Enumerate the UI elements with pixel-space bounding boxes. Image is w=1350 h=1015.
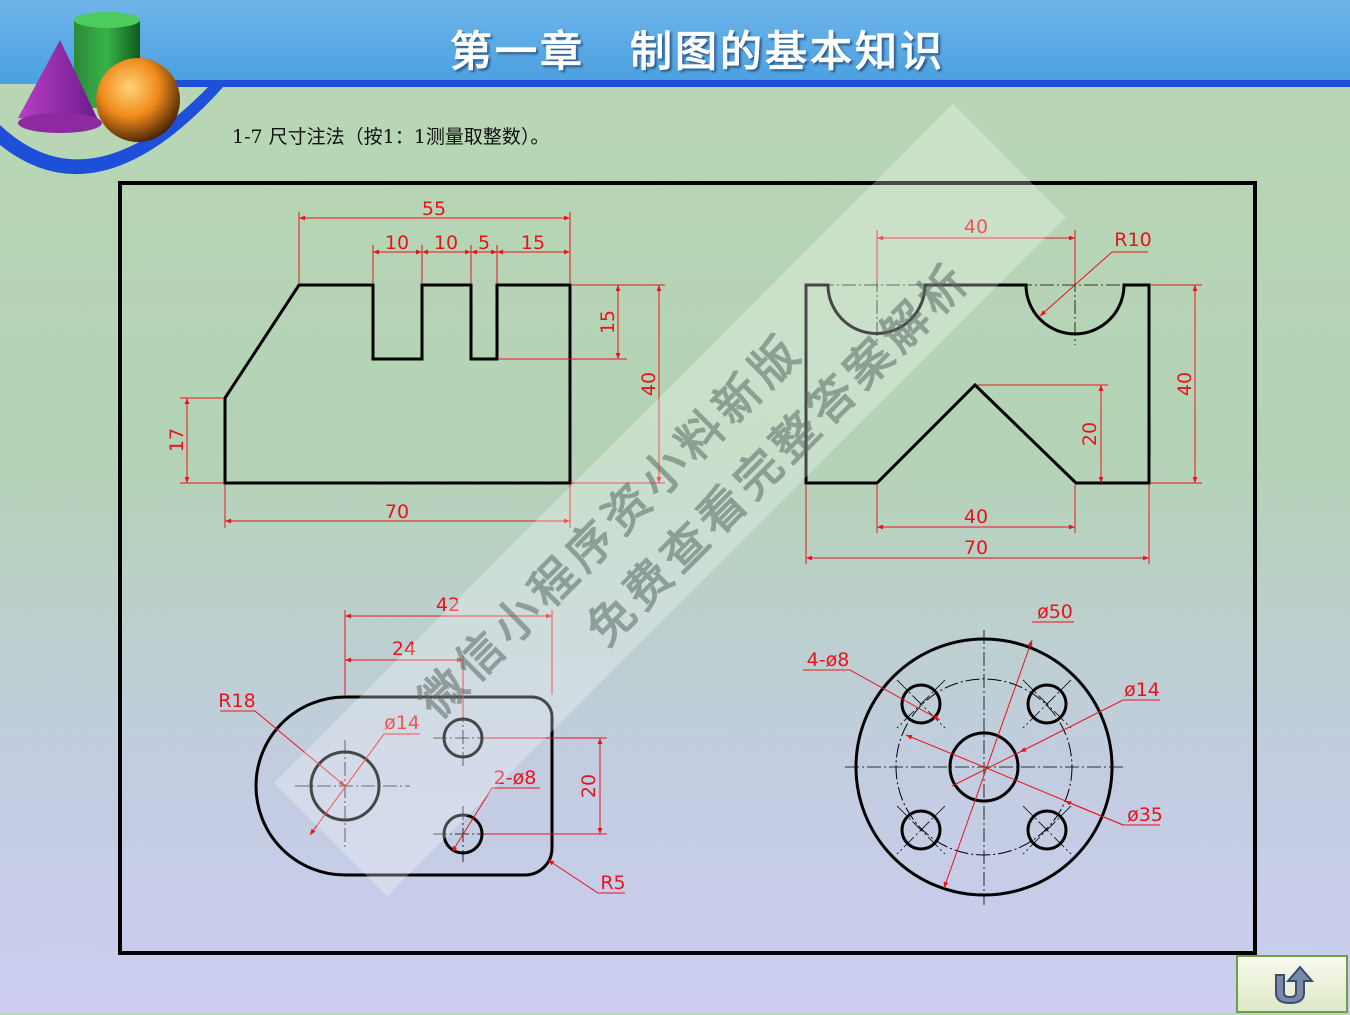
dim-label: 17 xyxy=(166,428,188,452)
u-turn-arrow-icon xyxy=(1275,965,1315,1005)
dim-label: ø14 xyxy=(384,712,420,734)
dim-label: 10 xyxy=(434,232,458,254)
dim-label: 40 xyxy=(638,372,660,396)
logo-shapes-icon xyxy=(0,12,225,175)
plate-outline xyxy=(254,695,554,877)
dim-label: 55 xyxy=(422,198,446,220)
dim-label: 40 xyxy=(964,216,988,238)
header-stripe xyxy=(170,80,1350,87)
dim-label: R5 xyxy=(600,872,625,894)
dim-label: 70 xyxy=(385,501,409,523)
header-bar xyxy=(0,0,1350,84)
dim-label: 20 xyxy=(1079,422,1101,446)
dim-label: 15 xyxy=(521,232,545,254)
dim-label: 42 xyxy=(436,594,460,616)
dim-label: 10 xyxy=(385,232,409,254)
dim-label: 15 xyxy=(597,310,619,334)
front-view-outline xyxy=(223,283,572,485)
dim-label: ø50 xyxy=(1037,601,1073,623)
dim-label: ø35 xyxy=(1127,804,1163,826)
dim-label: 40 xyxy=(964,506,988,528)
dim-label: 40 xyxy=(1174,372,1196,396)
side-view-figure: 40 R10 40 20 40 70 xyxy=(804,216,1202,564)
exercise-caption: 1-7 尺寸注法（按1：1测量取整数）。 xyxy=(232,126,550,148)
flange-figure: ø50 4-ø8 ø14 ø35 xyxy=(803,601,1163,905)
plate-figure: 42 24 R18 ø14 2-ø8 20 R5 xyxy=(218,594,625,894)
dim-label: 4-ø8 xyxy=(807,649,850,671)
dim-label: 2-ø8 xyxy=(494,767,537,789)
dim-label: 24 xyxy=(392,638,416,660)
dim-label: 5 xyxy=(478,232,490,254)
side-view-outline xyxy=(804,283,1151,485)
dim-label: R18 xyxy=(218,690,255,712)
return-button[interactable] xyxy=(1236,955,1348,1013)
dim-label: R10 xyxy=(1114,229,1151,251)
drawing-frame xyxy=(118,181,1257,955)
dim-label: 70 xyxy=(964,537,988,559)
dim-label: ø14 xyxy=(1124,679,1160,701)
slide-title: 第一章 制图的基本知识 xyxy=(450,27,946,76)
front-view-figure: 55 10 10 5 15 15 40 17 70 xyxy=(166,198,665,528)
dim-label: 20 xyxy=(578,774,600,798)
